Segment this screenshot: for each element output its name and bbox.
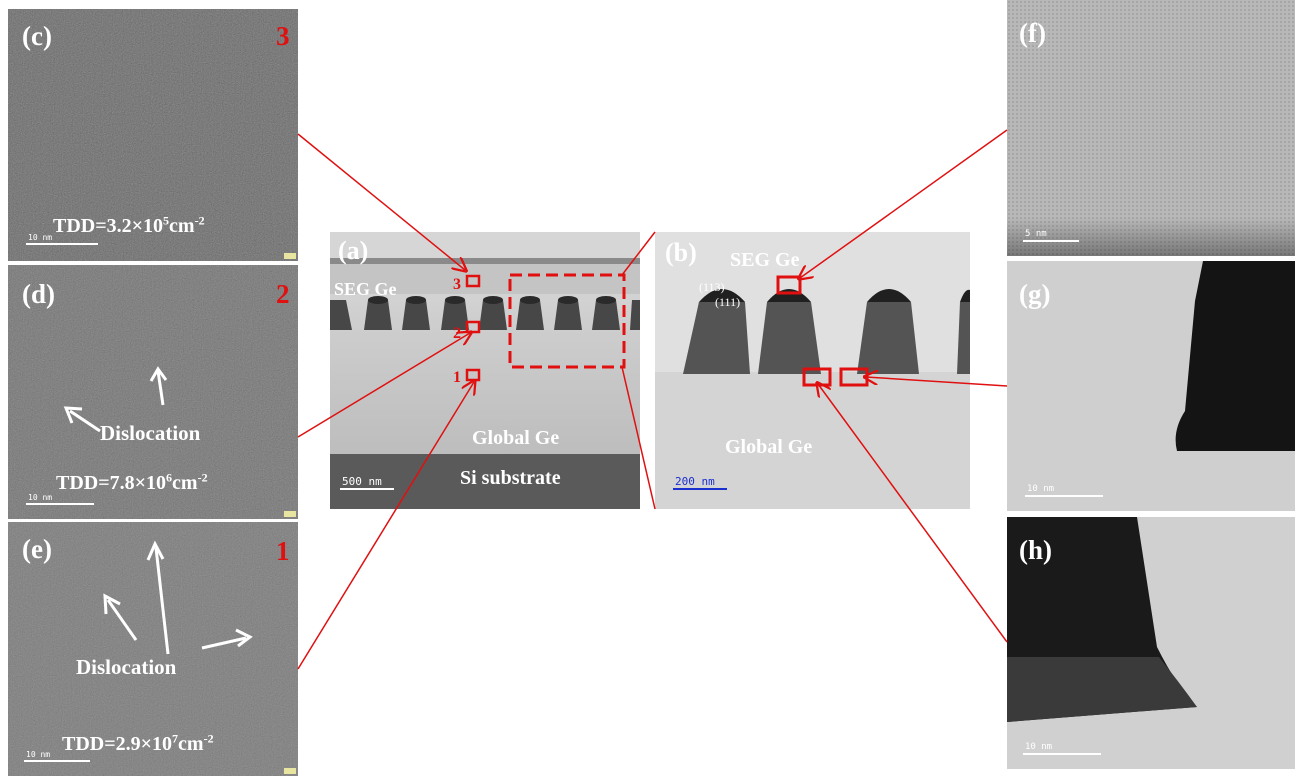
scale-label: 200 nm <box>675 475 715 488</box>
global-ge-label: Global Ge <box>725 436 813 458</box>
marker-3: 3 <box>453 276 461 293</box>
dislocation-label: Dislocation <box>100 421 201 445</box>
region-number: 3 <box>276 21 290 51</box>
panel-a-cross-section: (a) SEG Ge 3 2 1 Global Ge Si substrate … <box>330 232 640 509</box>
scale-label: 10 nm <box>1025 742 1053 752</box>
scale-label: 5 nm <box>1025 229 1047 239</box>
corner-mark <box>284 511 296 517</box>
tdd-value: TDD=7.8×106cm-2 <box>56 470 208 494</box>
seg-ge-label: SEG Ge <box>334 279 397 299</box>
scale-label: 10 nm <box>1027 484 1055 494</box>
tdd-value: TDD=3.2×105cm-2 <box>53 213 205 237</box>
dislocation-arrows <box>63 366 168 433</box>
panel-label: (b) <box>665 238 697 267</box>
scale-bar <box>26 503 94 505</box>
panel-label: (f) <box>1019 18 1046 48</box>
panel-h-hrtem: (h) 10 nm <box>1007 517 1295 769</box>
panel-c-tem-image: (c) 3 TDD=3.2×105cm-2 10 nm <box>8 9 298 261</box>
corner-mark <box>284 768 296 774</box>
scale-label: 500 nm <box>342 475 382 488</box>
oxide-trenches <box>330 300 640 330</box>
scale-bar <box>26 243 98 245</box>
panel-d-tem-image: (d) 2 Dislocation TDD=7.8×106cm-2 10 nm <box>8 265 298 519</box>
panel-label: (g) <box>1019 279 1051 309</box>
panel-e-tem-image: (e) 1 Dislocation TDD=2.9×107cm-2 10 nm <box>8 522 298 776</box>
dislocation-label: Dislocation <box>76 655 177 679</box>
seg-ge-label: SEG Ge <box>730 249 800 271</box>
scale-label: 10 nm <box>26 750 51 759</box>
panel-label: (c) <box>22 21 52 51</box>
facet-111-label: (111) <box>715 295 741 309</box>
panel-label: (a) <box>338 236 369 265</box>
tdd-value: TDD=2.9×107cm-2 <box>62 731 214 755</box>
panel-label: (e) <box>22 534 52 564</box>
marker-1: 1 <box>453 369 461 386</box>
scale-bar <box>24 760 90 762</box>
oxide-trenches <box>683 294 970 374</box>
corner-mark <box>284 253 296 259</box>
marker-2: 2 <box>453 325 461 342</box>
facet-113-label: (113) <box>699 280 725 294</box>
panel-g-hrtem: (g) 10 nm <box>1007 261 1295 511</box>
region-number: 2 <box>276 279 290 309</box>
scale-label: 10 nm <box>28 493 53 502</box>
si-substrate-label: Si substrate <box>460 467 561 489</box>
panel-label: (h) <box>1019 535 1052 565</box>
panel-label: (d) <box>22 279 55 309</box>
dislocation-arrows <box>103 540 253 655</box>
scale-label: 10 nm <box>28 233 53 242</box>
panel-b-magnified: (b) SEG Ge (113) (111) Global Ge 200 nm <box>655 232 970 509</box>
panel-f-hrtem: (f) 5 nm <box>1007 0 1295 256</box>
region-number: 1 <box>276 536 290 566</box>
global-ge-label: Global Ge <box>472 427 560 449</box>
